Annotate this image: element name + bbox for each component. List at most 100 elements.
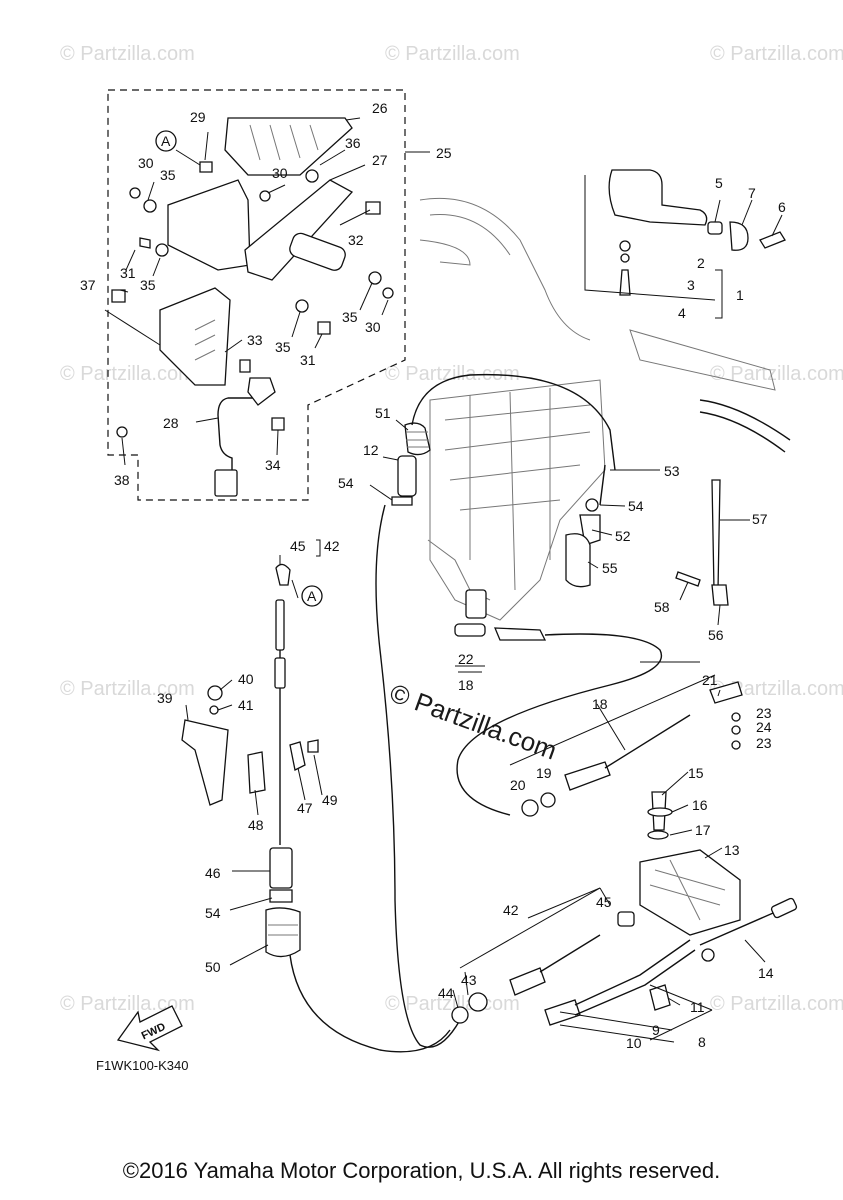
- callout-23: 23: [756, 705, 772, 721]
- lower-cables: [451, 911, 696, 1026]
- watermark-text: © Partzilla.com: [710, 363, 843, 385]
- watermark-text: © Partzilla.com: [710, 993, 843, 1015]
- ref-marker-a: A A: [155, 130, 323, 607]
- callout-17: 17: [695, 822, 711, 838]
- callout-5: 5: [715, 175, 723, 191]
- callout-43: 43: [461, 972, 477, 988]
- callout-35b: 35: [140, 277, 156, 293]
- callout-25: 25: [436, 145, 452, 161]
- callout-39: 39: [157, 690, 173, 706]
- callout-7: 7: [748, 185, 756, 201]
- callout-36: 36: [345, 135, 361, 151]
- shift-cable-loop: [375, 504, 461, 1048]
- callout-18b: 18: [592, 696, 608, 712]
- throttle-cable-42: [265, 563, 301, 958]
- assembly-25-boundary: [107, 89, 406, 501]
- callout-18: 18: [458, 677, 474, 693]
- cable-bracket-39: [181, 685, 319, 806]
- group-brackets: [316, 269, 723, 673]
- handlebar: [419, 169, 791, 453]
- callout-57: 57: [752, 511, 768, 527]
- callout-45: 45: [290, 538, 306, 554]
- diagram-code: F1WK100-K340: [96, 1058, 189, 1073]
- callout-55: 55: [602, 560, 618, 576]
- callout-11: 11: [690, 999, 705, 1015]
- callout-31b: 31: [300, 352, 316, 368]
- callout-8: 8: [698, 1034, 706, 1050]
- callout-56: 56: [708, 627, 724, 643]
- callout-48: 48: [248, 817, 264, 833]
- callout-1: 1: [736, 287, 744, 303]
- watermark-text: © Partzilla.com: [60, 678, 195, 700]
- engine-frame: [427, 379, 606, 621]
- callout-53: 53: [664, 463, 680, 479]
- callout-35c: 35: [342, 309, 358, 325]
- callout-37: 37: [80, 277, 96, 293]
- watermark-text: © Partzilla.com: [60, 363, 195, 385]
- callout-2: 2: [697, 255, 705, 271]
- callout-30c: 30: [365, 319, 381, 335]
- watermark-text: © Partzilla.com: [60, 43, 195, 65]
- callout-6: 6: [778, 199, 786, 215]
- callout-26: 26: [372, 100, 388, 116]
- right-sleeve-parts: [565, 464, 606, 588]
- callout-54: 54: [338, 475, 354, 491]
- callout-50: 50: [205, 959, 221, 975]
- callout-10: 10: [626, 1035, 642, 1051]
- fwd-arrow: FWD: [116, 1005, 183, 1052]
- callout-42b: 42: [503, 902, 519, 918]
- callout-24: 24: [756, 719, 772, 735]
- callout-9: 9: [652, 1022, 660, 1038]
- watermark-text: © Partzilla.com: [710, 678, 843, 700]
- ref-marker-a-label: A: [161, 133, 171, 149]
- watermark-text: © Partzilla.com: [385, 43, 520, 65]
- callout-13: 13: [724, 842, 740, 858]
- cable-18: [454, 623, 743, 817]
- callout-23b: 23: [756, 735, 772, 751]
- bracket-assembly: [111, 117, 394, 497]
- callout-22: 22: [458, 651, 474, 667]
- callout-51: 51: [375, 405, 391, 421]
- callout-14: 14: [758, 965, 774, 981]
- callout-15: 15: [688, 765, 704, 781]
- ref-marker-a-circle: [155, 130, 177, 152]
- callout-54c: 54: [205, 905, 221, 921]
- callout-35: 35: [160, 167, 176, 183]
- callout-46: 46: [205, 865, 221, 881]
- control-box-13: [639, 791, 798, 962]
- callout-47: 47: [297, 800, 313, 816]
- callout-40: 40: [238, 671, 254, 687]
- callout-30: 30: [138, 155, 154, 171]
- watermark-text: © Partzilla.com: [385, 363, 520, 385]
- callout-42: 42: [324, 538, 340, 554]
- ref-marker-a-circle: [301, 585, 323, 607]
- callout-30b: 30: [272, 165, 288, 181]
- callout-52: 52: [615, 528, 631, 544]
- callout-34: 34: [265, 457, 281, 473]
- callout-19: 19: [536, 765, 552, 781]
- callout-58: 58: [654, 599, 670, 615]
- callout-20: 20: [510, 777, 526, 793]
- watermark-text: © Partzilla.com: [60, 993, 195, 1015]
- ref-marker-a-label: A: [307, 588, 317, 604]
- callout-12: 12: [363, 442, 379, 458]
- callout-28: 28: [163, 415, 179, 431]
- leader-lines: [104, 117, 783, 1043]
- callout-54b: 54: [628, 498, 644, 514]
- copyright-notice: ©2016 Yamaha Motor Corporation, U.S.A. A…: [122, 1158, 721, 1183]
- cable-tie-parts: [675, 479, 729, 606]
- callout-44: 44: [438, 985, 454, 1001]
- callout-16: 16: [692, 797, 708, 813]
- callout-38: 38: [114, 472, 130, 488]
- callout-41: 41: [238, 697, 254, 713]
- callout-31: 31: [120, 265, 136, 281]
- shift-cable-loop-inner: [289, 954, 451, 1053]
- callout-33: 33: [247, 332, 263, 348]
- callout-29: 29: [190, 109, 206, 125]
- callout-35d: 35: [275, 339, 291, 355]
- callout-49: 49: [322, 792, 338, 808]
- callout-32: 32: [348, 232, 364, 248]
- callout-labels: 1 2 3 4 5 6 7 8 9 10 11 12 13 14 15 16 1…: [80, 100, 786, 1051]
- callout-45b: 45: [596, 894, 612, 910]
